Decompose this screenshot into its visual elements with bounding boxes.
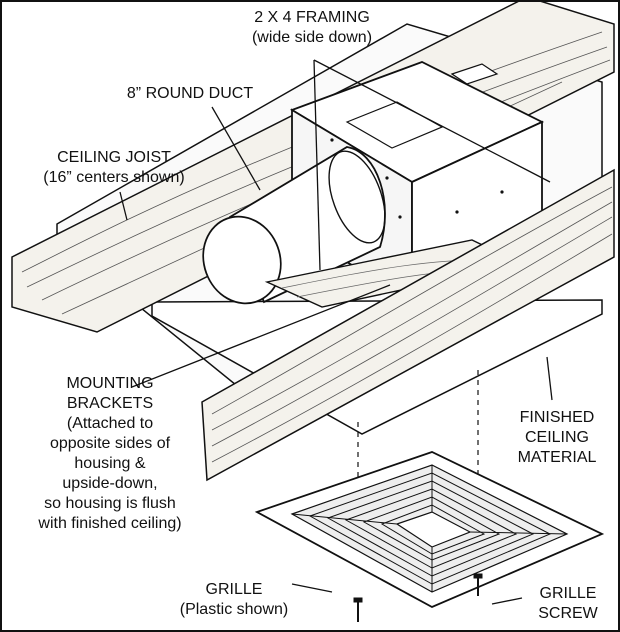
label-2x4-framing: 2 X 4 FRAMING (wide side down) [251,9,373,46]
duct-collar [328,150,386,244]
leader-lines [119,59,553,605]
label-mounting-brackets: MOUNTING BRACKETS (Attached to opposite … [38,375,182,532]
junction-box-plate [345,101,444,149]
ceiling-joist-front [201,168,615,482]
label-finished-ceiling: FINISHED CEILING MATERIAL [517,409,597,466]
grille-screws [353,573,483,622]
label-ceiling-joist: CEILING JOIST (16” centers shown) [43,149,185,186]
wood-grain-front [211,186,613,463]
top-bracket-tab [450,63,499,85]
label-round-duct: 8” ROUND DUCT [126,85,254,102]
label-grille-screw: GRILLE SCREW [538,585,598,622]
grille-louvers [291,465,568,592]
duct-end-opening [202,215,282,305]
label-grille: GRILLE (Plastic shown) [179,581,289,618]
